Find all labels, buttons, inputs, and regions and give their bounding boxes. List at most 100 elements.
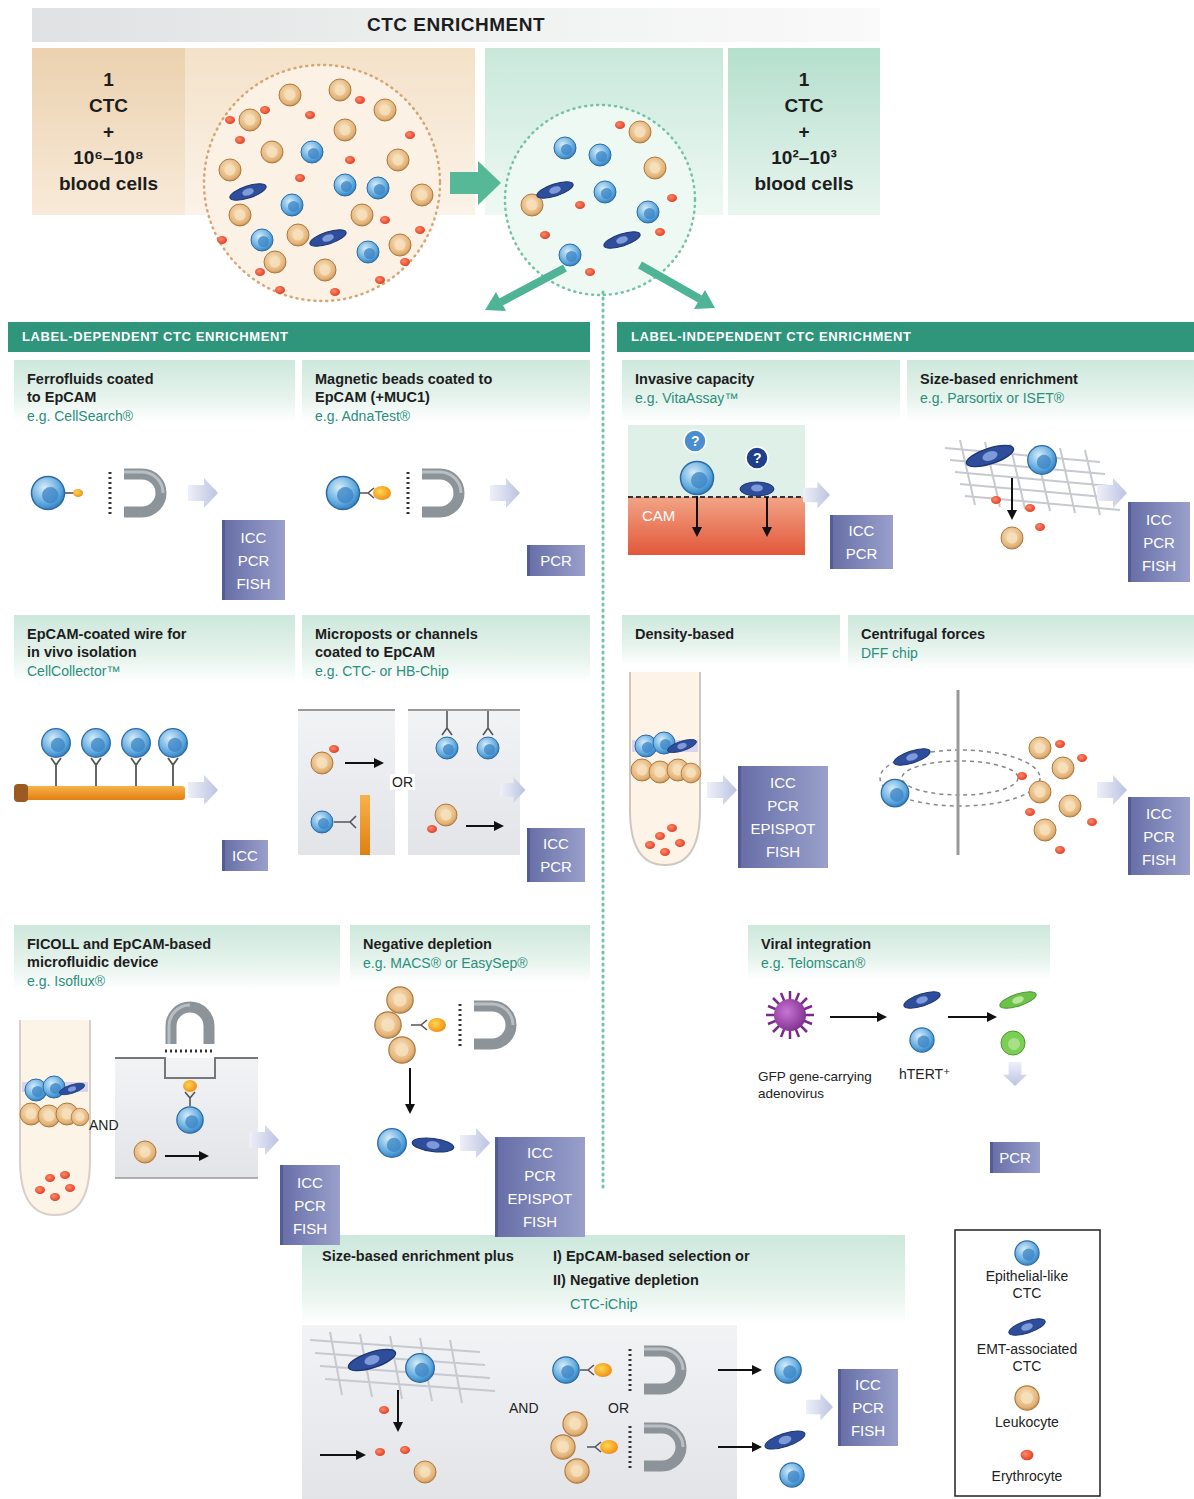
legend-text: Leukocyte <box>970 1414 1085 1431</box>
method-panel: Magnetic beads coated to EpCAM (+MUC1)e.… <box>302 360 590 555</box>
method-example: e.g. Parsortix or ISET® <box>920 389 1185 407</box>
assay-box: ICCPCRFISH <box>222 520 285 600</box>
legend-text: EMT-associated CTC <box>970 1341 1085 1375</box>
assay-box: ICCPCRFISH <box>1128 797 1190 875</box>
assay-name: ICC <box>543 832 569 855</box>
assay-name: PCR <box>238 549 270 572</box>
annotation-label: AND <box>89 1117 119 1133</box>
method-title: Ferrofluids coated to EpCAM <box>27 370 167 406</box>
assay-name: PCR <box>999 1146 1031 1169</box>
assay-name: ICC <box>849 519 875 542</box>
assay-box: ICC <box>222 840 268 871</box>
assay-name: PCR <box>540 549 572 572</box>
assay-box: PCR <box>527 545 585 576</box>
method-example: e.g. CellSearch® <box>27 407 167 425</box>
method-example: e.g. MACS® or EasySep® <box>363 954 583 972</box>
count-text: + <box>103 119 114 145</box>
assay-name: ICC <box>1146 508 1172 531</box>
assay-name: EPISPOT <box>750 817 815 840</box>
count-text: + <box>798 119 809 145</box>
cell-count-box: 1CTC+10²–10³blood cells <box>728 48 880 215</box>
annotation-label: AND <box>509 1400 539 1416</box>
method-title: Density-based <box>635 625 835 643</box>
method-example: CellCollector™ <box>27 662 202 680</box>
method-title: Invasive capacity <box>635 370 890 388</box>
method-title: Viral integration <box>761 935 1041 953</box>
count-text: 1 <box>103 67 114 93</box>
assay-name: PCR <box>767 794 799 817</box>
legend-text: Erythrocyte <box>970 1468 1085 1485</box>
method-panel: Centrifugal forcesDFF chipICCPCRFISH <box>848 615 1194 860</box>
section-title: LABEL-DEPENDENT CTC ENRICHMENT <box>22 322 590 352</box>
assay-name: PCR <box>524 1164 556 1187</box>
method-example: DFF chip <box>861 644 1161 662</box>
assay-box: ICCPCR <box>527 828 585 882</box>
assay-name: ICC <box>1146 802 1172 825</box>
method-example: CTC-iChip <box>570 1295 638 1313</box>
assay-name: PCR <box>1143 825 1175 848</box>
count-text: 1 <box>799 67 810 93</box>
assay-name: ICC <box>527 1141 553 1164</box>
assay-box: ICCPCRFISH <box>838 1369 898 1446</box>
assay-name: FISH <box>236 572 270 595</box>
assay-name: PCR <box>540 855 572 878</box>
legend-text: Epithelial-like CTC <box>970 1268 1085 1302</box>
cell-count-box: 1CTC+10⁶–10⁸blood cells <box>32 48 185 215</box>
annotation-label: OR <box>390 774 415 790</box>
method-title: I) EpCAM-based selection or <box>553 1247 750 1265</box>
count-text: blood cells <box>59 171 158 197</box>
count-text: 10⁶–10⁸ <box>73 145 144 171</box>
assay-name: FISH <box>1142 848 1176 871</box>
annotation-label: hTERT⁺ <box>899 1066 950 1082</box>
assay-box: ICCPCREPISPOTFISH <box>495 1137 585 1237</box>
assay-name: FISH <box>523 1210 557 1233</box>
method-panel: Negative depletione.g. MACS® or EasySep®… <box>350 925 590 1195</box>
method-title: Centrifugal forces <box>861 625 1161 643</box>
method-panel: Ferrofluids coated to EpCAMe.g. CellSear… <box>14 360 295 555</box>
assay-box: PCR <box>990 1142 1040 1173</box>
method-panel: Density-basedICCPCREPISPOTFISH <box>622 615 840 860</box>
assay-name: FISH <box>851 1419 885 1442</box>
method-panel: EpCAM-coated wire for in vivo isolationC… <box>14 615 295 835</box>
count-text: CTC <box>89 93 128 119</box>
assay-name: ICC <box>770 771 796 794</box>
assay-name: PCR <box>294 1194 326 1217</box>
assay-name: FISH <box>293 1217 327 1240</box>
assay-name: ICC <box>855 1373 881 1396</box>
assay-name: ICC <box>241 526 267 549</box>
assay-name: EPISPOT <box>507 1187 572 1210</box>
method-panel: Size-based enrichment plusI) EpCAM-based… <box>302 1235 905 1499</box>
assay-name: ICC <box>297 1171 323 1194</box>
method-title: Microposts or channels coated to EpCAM <box>315 625 505 661</box>
assay-name: PCR <box>1143 531 1175 554</box>
annotation-label: GFP gene-carrying adenovirus <box>758 1068 883 1102</box>
method-panel: Microposts or channels coated to EpCAMe.… <box>302 615 590 860</box>
method-example: e.g. CTC- or HB-Chip <box>315 662 505 680</box>
assay-box: ICCPCRFISH <box>1128 502 1190 582</box>
annotation-label: ? <box>753 450 762 466</box>
method-example: e.g. Isoflux® <box>27 972 227 990</box>
method-example: e.g. Telomscan® <box>761 954 1041 972</box>
annotation-label: CAM <box>642 507 675 524</box>
assay-name: FISH <box>766 840 800 863</box>
assay-box: ICCPCREPISPOTFISH <box>738 766 828 868</box>
count-text: CTC <box>784 93 823 119</box>
method-title: Size-based enrichment <box>920 370 1185 388</box>
assay-name: PCR <box>852 1396 884 1419</box>
diagram-title: CTC ENRICHMENT <box>32 8 880 42</box>
method-title: FICOLL and EpCAM-based microfluidic devi… <box>27 935 227 971</box>
section-title: LABEL-INDEPENDENT CTC ENRICHMENT <box>631 322 1194 352</box>
section-header: LABEL-DEPENDENT CTC ENRICHMENT <box>8 322 590 352</box>
count-text: blood cells <box>754 171 853 197</box>
method-example: e.g. AdnaTest® <box>315 407 503 425</box>
count-text: 10²–10³ <box>771 145 837 171</box>
method-title: Negative depletion <box>363 935 583 953</box>
assay-box: ICCPCRFISH <box>280 1165 340 1245</box>
method-example: e.g. VitaAssay™ <box>635 389 890 407</box>
assay-name: ICC <box>232 844 258 867</box>
method-title: Magnetic beads coated to EpCAM (+MUC1) <box>315 370 503 406</box>
method-title: EpCAM-coated wire for in vivo isolation <box>27 625 202 661</box>
method-panel: Size-based enrichmente.g. Parsortix or I… <box>907 360 1194 555</box>
method-title: II) Negative depletion <box>553 1271 699 1289</box>
